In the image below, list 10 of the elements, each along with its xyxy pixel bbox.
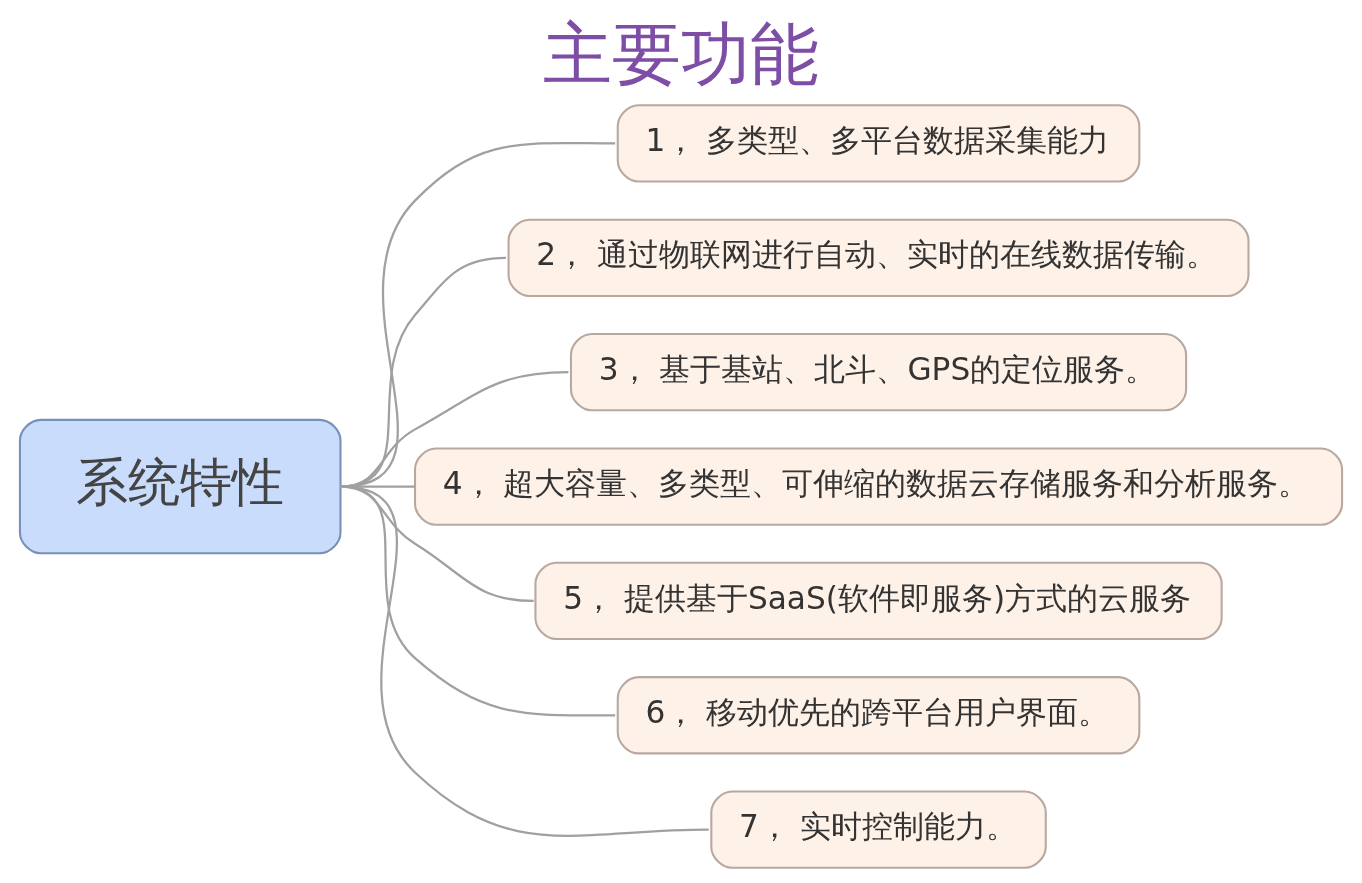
- node-box: 5， 提供基于SaaS(软件即服务)方式的云服务: [534, 561, 1223, 641]
- node-box: 6， 移动优先的跨平台用户界面。: [616, 676, 1141, 755]
- diagram-title: 主要功能: [543, 13, 819, 94]
- node-box: 1， 多类型、多平台数据采集能力: [616, 104, 1141, 183]
- node-box: 4， 超大容量、多类型、可伸缩的数据云存储服务和分析服务。: [413, 447, 1344, 526]
- node-box: 系统特性: [18, 418, 342, 555]
- node-box: 3， 基于基站、北斗、GPS的定位服务。: [569, 333, 1188, 412]
- node-box: 2， 通过物联网进行自动、实时的在线数据传输。: [507, 218, 1250, 297]
- node-box: 7， 实时控制能力。: [710, 790, 1047, 869]
- connector: [340, 485, 709, 837]
